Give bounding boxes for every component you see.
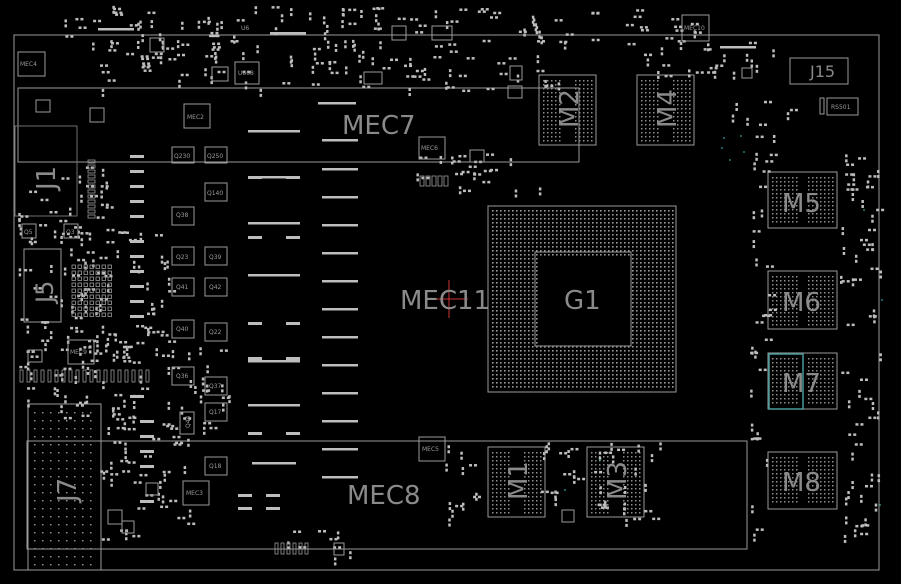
- j7-pin-grid: [34, 412, 92, 566]
- q18-label: Q18: [209, 463, 222, 470]
- m3-label: M3: [603, 461, 633, 500]
- q17-label: Q17: [209, 409, 222, 416]
- mec7-label: MEC7: [342, 111, 416, 141]
- j1-connector[interactable]: [14, 125, 78, 217]
- m7-label: M7: [782, 369, 821, 399]
- q22-label: Q22: [209, 329, 222, 336]
- m1-chip[interactable]: [487, 446, 546, 518]
- q39-label: Q39: [209, 254, 222, 261]
- q41-label: Q41: [176, 284, 189, 291]
- mec8-label: MEC8: [347, 481, 421, 511]
- j5-label: J5: [31, 281, 59, 305]
- memory-ball-grid: [772, 276, 834, 326]
- smd-passives: [18, 5, 885, 566]
- memory-ball-grid: [772, 457, 834, 503]
- q42-label: Q42: [209, 284, 222, 291]
- m6-label: M6: [782, 288, 821, 318]
- j7-connector[interactable]: [27, 403, 102, 571]
- mec6-label: MEC6: [421, 145, 438, 152]
- memory-ball-grid: [492, 452, 542, 514]
- m1-label: M1: [504, 461, 534, 500]
- memory-ball-grid: [772, 177, 834, 223]
- mec5-label: MEC5: [422, 446, 439, 453]
- u6-label: U6: [241, 25, 249, 32]
- mec11-label: MEC11: [400, 286, 490, 316]
- mec5-chip[interactable]: [418, 436, 446, 462]
- m5-chip[interactable]: [767, 171, 838, 229]
- m7-highlight: [768, 353, 804, 410]
- j7-label: J7: [53, 478, 83, 504]
- q5-label: Q5: [24, 229, 33, 236]
- mec2-label: MEC2: [187, 114, 204, 121]
- m7-chip[interactable]: [767, 352, 838, 410]
- g1-chip[interactable]: [487, 205, 677, 393]
- q23-label: Q23: [176, 254, 189, 261]
- m2-label: M2: [555, 89, 585, 128]
- mec4-chip[interactable]: [17, 51, 46, 77]
- mec10-label: MEC10: [684, 25, 705, 32]
- q36-label: Q36: [176, 373, 189, 380]
- q40-label: Q40: [176, 326, 189, 333]
- rs501-label: RS501: [831, 104, 851, 111]
- m4-label: M4: [653, 89, 683, 128]
- g1-ball-grid: [492, 210, 674, 388]
- mec2-chip[interactable]: [183, 103, 211, 129]
- memory-ball-grid: [772, 358, 834, 404]
- mec10-chip[interactable]: [681, 14, 710, 42]
- mec8-region: [26, 440, 748, 550]
- q37-label: Q37: [209, 383, 222, 390]
- q38-label: Q38: [176, 212, 189, 219]
- m2-chip[interactable]: [538, 74, 597, 146]
- mec9-label: MEC9: [70, 349, 87, 356]
- memory-ball-grid: [641, 80, 691, 142]
- m6-chip[interactable]: [767, 270, 838, 330]
- mec9-chip[interactable]: [67, 339, 95, 365]
- memory-ball-grid: [543, 80, 593, 142]
- mec6-chip[interactable]: [418, 136, 446, 160]
- rs501-chip[interactable]: [826, 97, 859, 116]
- m8-chip[interactable]: [767, 451, 838, 510]
- q230-label: Q230: [174, 153, 190, 160]
- q250-label: Q250: [207, 153, 223, 160]
- g1-label: G1: [564, 286, 601, 316]
- u608-label: U608: [238, 70, 254, 77]
- mec3-label: MEC3: [186, 490, 203, 497]
- mec4-label: MEC4: [20, 61, 37, 68]
- q3-label: Q3: [66, 229, 75, 236]
- m5-label: M5: [782, 189, 821, 219]
- j15-label: J15: [809, 62, 835, 81]
- q44-label: Q44: [185, 415, 192, 428]
- m8-label: M8: [782, 468, 821, 498]
- j1-label: J1: [32, 166, 62, 192]
- board-outline: [13, 34, 880, 571]
- u608-chip[interactable]: [234, 61, 260, 85]
- mec3-chip[interactable]: [182, 480, 210, 506]
- j15-connector[interactable]: [789, 57, 849, 85]
- q140-label: Q140: [207, 190, 223, 197]
- mosfet-footprints: [21, 146, 228, 476]
